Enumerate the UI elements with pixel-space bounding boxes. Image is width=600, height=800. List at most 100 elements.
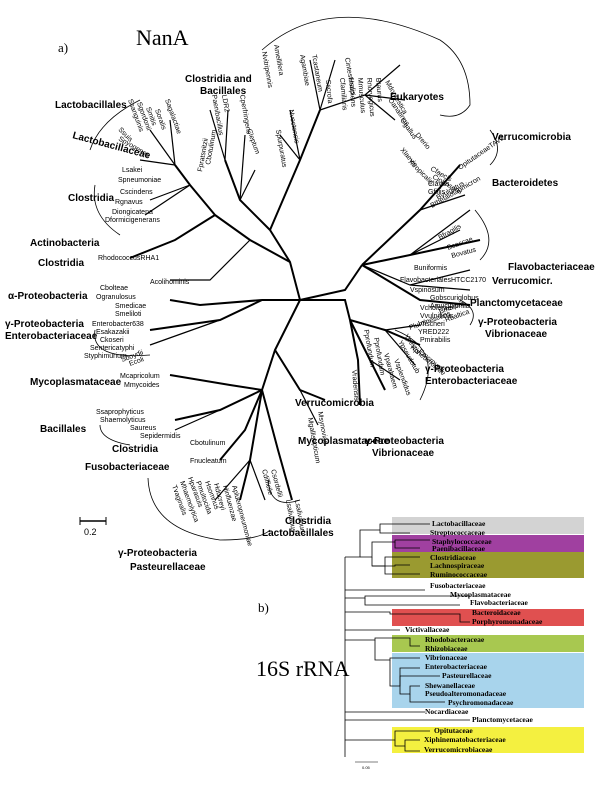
leaf: Hsapiens (347, 78, 357, 108)
leaf: Mmycoides (124, 382, 160, 389)
branch-fuso (219, 389, 263, 461)
group-label-flavobacteriaceae: Flavobacteriaceae (508, 262, 595, 273)
branch-clostridia-bacillales (224, 159, 271, 231)
group-label-alpha-proteo: α-Proteobacteria (8, 291, 88, 302)
leaf: Clavus (428, 181, 450, 188)
family-label: Clostridiaceae (430, 553, 476, 562)
group-label-eukaryotes: Eukaryotes (390, 92, 444, 103)
family-label: Bacteroidaceae (472, 608, 521, 617)
family-label: Xiphinematobacteriaceae (424, 735, 506, 744)
branch-mycoplasma-right (274, 349, 326, 401)
family-label: Enterobacteriaceae (425, 662, 488, 671)
branch-hub-top (269, 229, 301, 301)
leaf: Smeliloti (115, 311, 142, 318)
family-label: Rhizobiaceae (425, 644, 468, 653)
group-label-clostridia-3: Clostridia (112, 444, 159, 455)
family-label: Lachnospiraceae (430, 561, 485, 570)
leaves-vibrio-right: Vcholerae Vvulnificus Vfischeri (418, 305, 454, 328)
highlight-clostr (392, 552, 584, 578)
group-label-clostridia-bacillales-2: Bacillales (200, 86, 247, 97)
highlight-staph (392, 535, 584, 552)
leaf: Gobscuriglobus (430, 295, 479, 302)
leaf: Sepidermidis (140, 433, 181, 440)
group-label-vibrio-bottom-1: γ-Proteobacteria (365, 436, 444, 447)
clade-brackets (89, 16, 498, 541)
family-label: Psychromonadaceae (448, 698, 514, 707)
leaf: Esakazakii (96, 329, 130, 336)
leaf: Cbolteae (100, 285, 128, 292)
leaf: Mcapricolum (120, 373, 160, 380)
leaf: Agambiae (298, 54, 310, 86)
branch-clostridia-lacto (261, 389, 293, 501)
group-label-mycoplasmataceae-left: Mycoplasmataceae (30, 377, 122, 388)
highlight-proteo (392, 653, 584, 708)
leaf: Nvectensis (287, 109, 300, 144)
leaf: YRED222 (418, 329, 449, 336)
branch-alpha-proteo (169, 299, 263, 307)
branch-bacillales (174, 389, 263, 421)
group-label-bacillales: Bacillales (40, 424, 87, 435)
group-label-fusobacteriaceae: Fusobacteriaceae (85, 462, 170, 473)
family-label: Verrucomicrobiaceae (424, 745, 493, 754)
leaf: Cleptum (245, 128, 261, 155)
leaves-mycoplasma-left: Mcapricolum Mmycoides (120, 373, 160, 389)
leaf: Rnorvegicus (365, 78, 375, 118)
scale-label: 0.2 (84, 527, 97, 537)
leaf: Amuciniphila (430, 303, 470, 310)
leaf: Gfillis (428, 189, 446, 196)
leaf: Cscindens (120, 189, 153, 196)
leaf: RhodococcusRHA1 (98, 255, 159, 262)
family-label: Rhodobacteraceae (425, 635, 485, 644)
leaf: Ckoseri (100, 337, 124, 344)
leaf: Bfragilis (438, 223, 463, 242)
family-label: Staphylococcaceae (432, 537, 492, 546)
family-label: Flavobacteriaceae (470, 598, 529, 607)
leaf: Ssaprophyticus (96, 409, 144, 416)
16s-family-labels: Lactobacillaceae Streptococcaceae Staphy… (405, 519, 543, 754)
group-label-planctomycetaceae: Planctomycetaceae (470, 298, 563, 309)
family-label: Nocardiaceae (425, 707, 469, 716)
branch-hub-left (214, 214, 291, 263)
family-label: Ruminococcaceae (430, 570, 488, 579)
family-label: Mycoplasmataceae (450, 590, 511, 599)
family-label: Streptococcaceae (430, 528, 486, 537)
leaf: Vspinosum (410, 287, 445, 294)
leaf: Pmirabilis (420, 337, 451, 344)
branch-lactobacillales (174, 164, 216, 216)
leaves-entero-left: Enterobacter638 Esakazakii Ckoseri Sente… (84, 321, 145, 368)
leaf: Amellifera (272, 44, 284, 76)
group-label-mycoplasmataceae-right: Mycoplasmataceae (298, 436, 390, 447)
group-label-clostridia-lacto-2: Lactobacillales (262, 528, 334, 539)
leaf: Ogranulosus (96, 294, 136, 301)
leaves-bacillales: Ssaprophyticus Shaemolyticus Saureus Sep… (96, 409, 181, 440)
leaf: Vcholerae (420, 305, 452, 312)
group-label-vibrio-right-2: Vibrionaceae (485, 329, 548, 340)
branch-planctomycetaceae (361, 264, 471, 306)
branch-hub-se (300, 299, 351, 321)
panel-b-letter: b) (258, 600, 269, 615)
leaf: LDR2 (220, 94, 230, 113)
group-label-verrucomicrobia-top: Verrucomicrobia (492, 132, 571, 143)
leaf: Cbotulinum (190, 440, 226, 447)
group-label-pasteurellaceae-2: Pasteurellaceae (130, 562, 206, 573)
leaf: Vfischeri (418, 321, 445, 328)
family-label: Victivallaceae (405, 625, 450, 634)
leaf: Shaemolyticus (100, 417, 146, 424)
family-label: Porphyromonadaceae (472, 617, 543, 626)
family-label: Shewanellaceae (425, 681, 476, 690)
leaf: Spurpuratus (274, 129, 288, 168)
leaf: Mmusculus (356, 78, 366, 114)
panel-b-scale-bar: 0.05 (355, 761, 378, 770)
leaves-actinobacteria: RhodococcusRHA1 Acolihominis (98, 255, 190, 286)
branch-hub-down (261, 299, 301, 391)
branch-hub-right (299, 264, 363, 301)
leaf: Btaurus (374, 78, 383, 103)
leaf: Diongicatena (112, 209, 153, 216)
branch-vibrio-right (384, 324, 421, 331)
leaves-clostridia-1: Cscindens Rgnavus Diongicatena Dformicig… (105, 189, 160, 224)
leaves-flavobacteriaceae: FlavobacterialesHTCC2170 Vspinosum Gobsc… (400, 277, 486, 310)
leaf: Sentericatyphi (90, 345, 135, 352)
leaf: Dformicigenerans (105, 217, 160, 224)
scale-label: 0.05 (362, 765, 371, 770)
